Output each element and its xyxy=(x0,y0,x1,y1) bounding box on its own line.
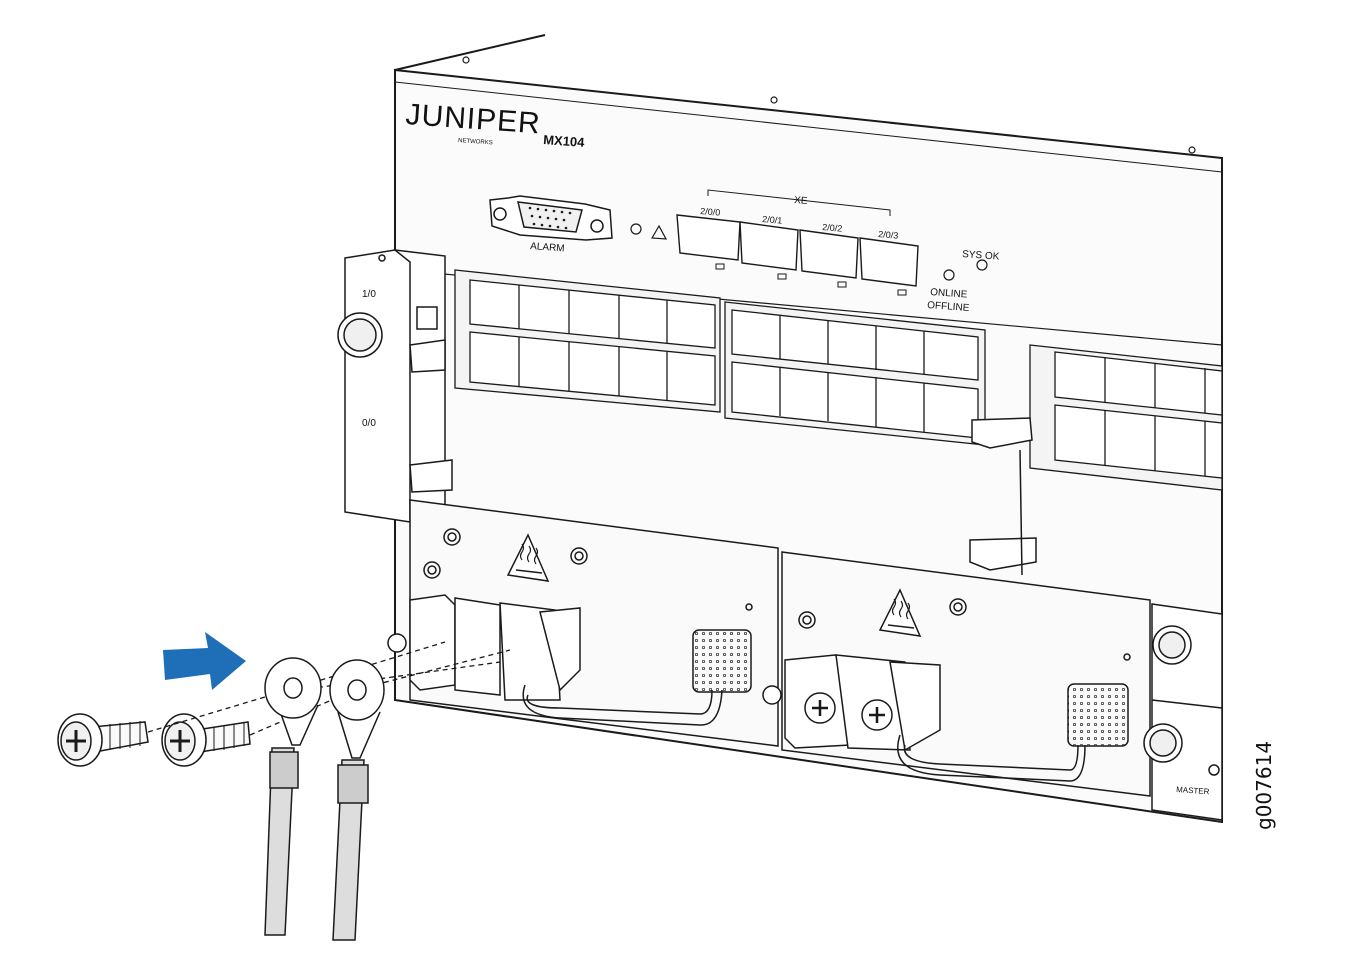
psu-handle-2 xyxy=(897,683,1129,782)
mic-card-2 xyxy=(724,301,986,446)
sfp-port[interactable] xyxy=(859,237,919,287)
hot-surface-warning-icon xyxy=(506,533,550,582)
slot-label-top: 1/0 xyxy=(362,289,376,300)
brand-sub: NETWORKS xyxy=(458,138,493,146)
sfp-port[interactable] xyxy=(739,221,799,271)
model-label: MX104 xyxy=(543,132,586,150)
ejector-handle[interactable] xyxy=(969,537,1037,571)
ejector-handles xyxy=(969,417,1037,576)
ring-lug-icon xyxy=(264,657,322,936)
figure-id: g007614 xyxy=(1252,741,1276,830)
screw-icon xyxy=(57,713,149,767)
xe-ports: 2/0/0 2/0/1 2/0/2 2/0/3 xyxy=(676,206,919,296)
handle-grip[interactable] xyxy=(1067,683,1129,747)
alarm-led xyxy=(630,223,642,235)
xe-label: XE xyxy=(794,195,808,207)
direction-arrow-icon xyxy=(163,632,246,690)
hot-surface-warning-icon xyxy=(878,588,922,637)
psu-handle-1 xyxy=(522,629,752,726)
port-label: 2/0/3 xyxy=(878,229,899,241)
xe-bracket xyxy=(707,189,891,216)
handle-grip[interactable] xyxy=(692,629,752,693)
ring-lug-icon xyxy=(329,659,385,941)
terminal-block-2 xyxy=(762,654,941,752)
brand-logo: JUNIPER NETWORKS xyxy=(405,98,542,146)
port-label: 2/0/0 xyxy=(700,206,721,218)
online-label: ONLINE xyxy=(930,287,968,301)
port-label: 2/0/1 xyxy=(762,214,783,226)
sys-ok-led xyxy=(976,259,988,271)
alarm-label: ALARM xyxy=(530,241,565,254)
ejector-handle[interactable] xyxy=(971,417,1033,449)
port-label: 2/0/2 xyxy=(822,222,843,234)
online-led xyxy=(943,269,955,281)
mic-card-3 xyxy=(1029,344,1223,491)
routing-engine-edge xyxy=(1143,603,1223,821)
offline-label: OFFLINE xyxy=(927,300,970,314)
terminal-block-1 xyxy=(387,594,581,701)
sys-ok-label: SYS OK xyxy=(962,249,1000,263)
slot-label-bottom: 0/0 xyxy=(362,418,376,429)
mic-card-1 xyxy=(454,269,721,413)
master-label: MASTER xyxy=(1176,785,1210,796)
screw-icon xyxy=(161,713,251,767)
sfp-port[interactable] xyxy=(799,229,859,279)
sfp-port[interactable] xyxy=(676,214,741,261)
alarm-triangle-icon xyxy=(650,224,668,240)
slot-bracket xyxy=(337,249,453,523)
alarm-connector xyxy=(489,195,613,241)
